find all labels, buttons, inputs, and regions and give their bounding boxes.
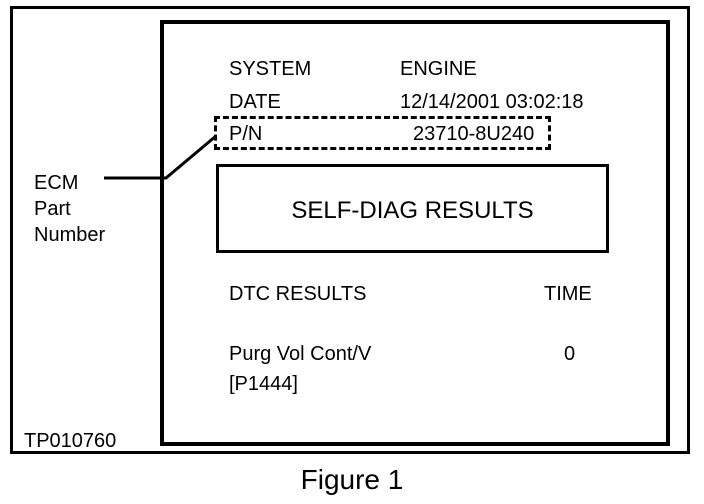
dtc-time: 0 bbox=[564, 343, 576, 365]
callout-line-3: Number bbox=[34, 224, 106, 246]
part-number-highlight bbox=[214, 116, 551, 150]
dtc-code: [P1444] bbox=[229, 373, 298, 395]
results-title: SELF-DIAG RESULTS bbox=[291, 197, 534, 224]
self-diag-results-panel: SELF-DIAG RESULTS bbox=[216, 164, 609, 253]
date-value: 12/14/2001 03:02:18 bbox=[400, 91, 584, 113]
callout-line-2: Part bbox=[34, 198, 71, 220]
system-value: ENGINE bbox=[400, 58, 477, 80]
pn-label: P/N bbox=[229, 123, 263, 145]
callout-line-1: ECM bbox=[34, 172, 79, 194]
dtc-results-header: DTC RESULTS bbox=[229, 283, 367, 305]
date-label: DATE bbox=[229, 91, 281, 113]
pn-value: 23710-8U240 bbox=[413, 123, 535, 145]
dtc-name: Purg Vol Cont/V bbox=[229, 343, 372, 365]
ecm-part-number-callout: ECM Part Number bbox=[34, 170, 105, 248]
consult-screen bbox=[160, 20, 670, 446]
figure-caption: Figure 1 bbox=[300, 464, 404, 495]
reference-code: TP010760 bbox=[24, 430, 117, 452]
time-header: TIME bbox=[544, 283, 592, 305]
figure-frame bbox=[10, 6, 690, 454]
system-label: SYSTEM bbox=[229, 58, 312, 80]
